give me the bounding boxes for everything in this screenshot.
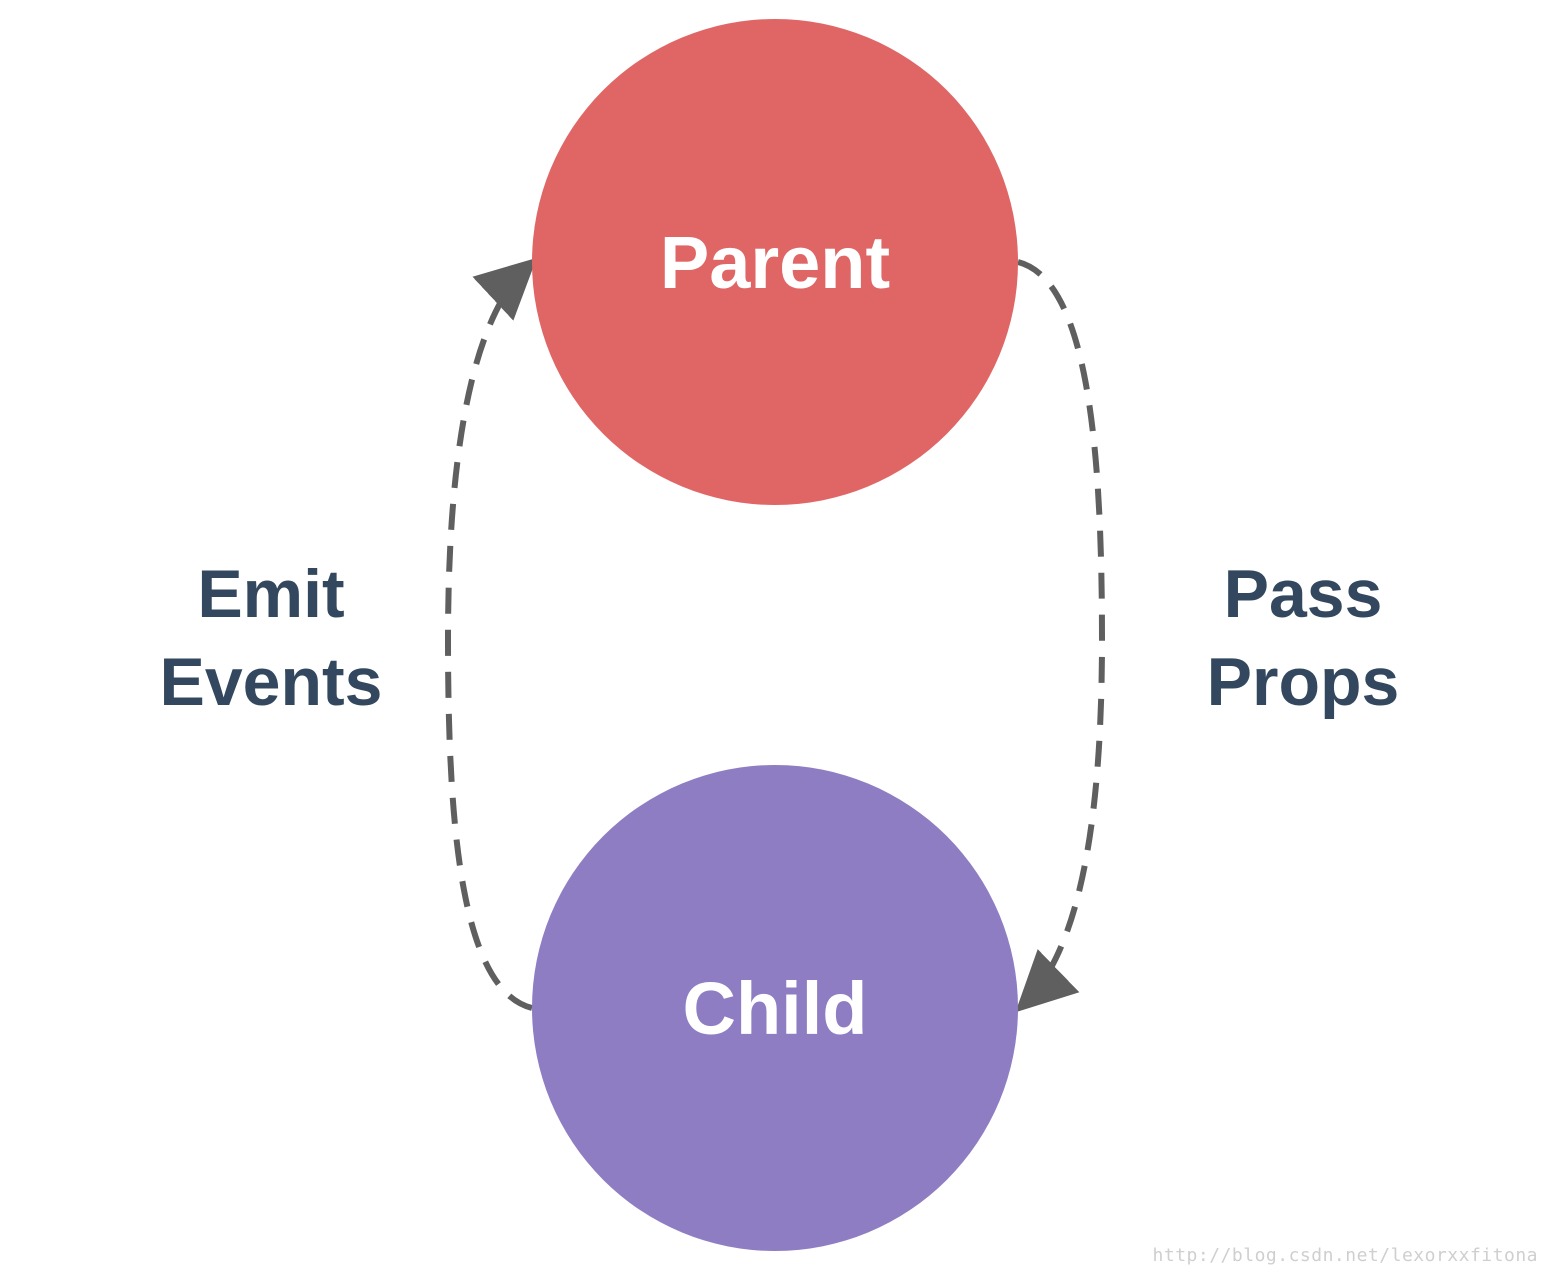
emit-events-label-line2: Events: [160, 644, 383, 720]
pass-props-label-line1: Pass: [1224, 556, 1383, 632]
child-label: Child: [683, 967, 868, 1050]
pass-props-label-line2: Props: [1207, 644, 1400, 720]
pass-props-arrow: [1015, 259, 1106, 1013]
child-node: [532, 765, 1018, 1251]
emit-events-arrow: [444, 257, 537, 1011]
parent-node: [532, 19, 1018, 505]
emit-events-label-line1: Emit: [197, 556, 344, 632]
parent-label: Parent: [660, 221, 890, 304]
watermark-text: http://blog.csdn.net/lexorxxfitona: [1152, 1245, 1538, 1266]
